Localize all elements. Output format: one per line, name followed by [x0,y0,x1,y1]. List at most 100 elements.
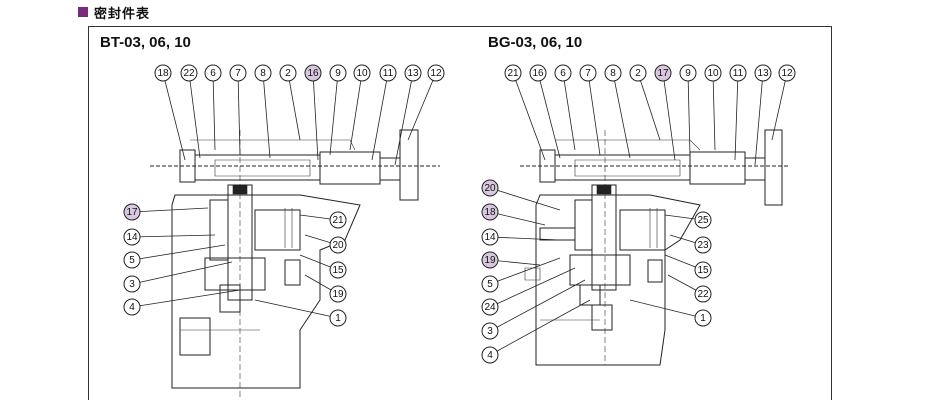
bt-callout-6-leader [212,72,216,151]
diagram-title-bt: BT-03, 06, 10 [100,34,191,51]
bt-callout-5: 5 [123,251,141,269]
bt-callout-8-leader [262,72,271,159]
bt-callout-12: 12 [427,64,445,82]
bg-callout-20-leader [489,187,561,211]
bg-callout-11: 11 [729,64,747,82]
svg-text:19: 19 [332,289,344,300]
svg-text:1: 1 [335,313,341,324]
svg-text:1: 1 [700,313,706,324]
bg-callout-17: 17 [654,64,672,82]
bt-callout-14: 14 [123,228,141,246]
section-title: 密封件表 [94,6,151,22]
bt-callout-18-leader [162,72,186,161]
bg-callout-11-leader [734,72,739,161]
svg-text:3: 3 [487,326,493,337]
svg-text:5: 5 [129,255,135,266]
svg-text:20: 20 [332,240,344,251]
svg-text:13: 13 [757,68,769,79]
svg-text:7: 7 [235,68,241,79]
bt-callout-5-leader [131,244,226,261]
bg-callout-25: 25 [694,211,712,229]
bt-callout-3: 3 [123,275,141,293]
bt-callout-17-leader [131,207,209,213]
bt-callout-20: 20 [329,236,347,254]
bt-callout-22: 22 [180,64,198,82]
bg-callout-16: 16 [529,64,547,82]
bt-callout-1: 1 [329,309,347,327]
svg-text:17: 17 [657,68,669,79]
bg-callout-20: 20 [481,179,499,197]
svg-text:12: 12 [781,68,793,79]
svg-text:25: 25 [697,215,709,226]
bg-callout-4-leader [489,299,591,356]
bg-callout-10: 10 [704,64,722,82]
bg-callout-18: 18 [481,203,499,221]
bg-callout-24: 24 [481,298,499,316]
svg-text:9: 9 [335,68,341,79]
svg-text:4: 4 [129,302,135,313]
bg-callout-7-leader [587,72,601,156]
svg-text:16: 16 [532,68,544,79]
bt-callout-9-leader [329,72,339,156]
bt-callout-16-leader [312,72,319,161]
bg-callout-1: 1 [694,309,712,327]
bt-callout-16: 16 [304,64,322,82]
bt-callout-22-leader [188,72,201,159]
svg-text:8: 8 [610,68,616,79]
bg-callout-6-leader [562,72,576,151]
section-header: 密封件表 [78,2,150,22]
bg-valve-body [520,129,790,366]
bg-callout-6: 6 [554,64,572,82]
bt-callout-1-leader [254,299,339,319]
svg-text:19: 19 [484,255,496,266]
diagram-frame [88,26,832,400]
svg-text:20: 20 [484,183,496,194]
bg-callout-22: 22 [694,285,712,303]
bt-callout-9: 9 [329,64,347,82]
bt-callout-18: 18 [154,64,172,82]
bt-callout-15: 15 [329,261,347,279]
bt-callout-19: 19 [329,285,347,303]
svg-text:14: 14 [484,232,496,243]
bt-callout-13: 13 [404,64,422,82]
bg-callout-3-leader [489,279,586,332]
svg-text:2: 2 [635,68,641,79]
bg-callout-13-leader [754,72,764,166]
bt-callout-21: 21 [329,211,347,229]
bg-callout-14: 14 [481,228,499,246]
bg-callout-21: 21 [504,64,522,82]
svg-text:15: 15 [697,265,709,276]
svg-text:14: 14 [126,232,138,243]
bt-callout-13-leader [394,72,414,166]
svg-text:6: 6 [210,68,216,79]
svg-text:17: 17 [126,207,138,218]
bt-callout-3-leader [131,261,233,285]
svg-text:3: 3 [129,279,135,290]
svg-text:15: 15 [332,265,344,276]
bt-callout-2: 2 [279,64,297,82]
bg-callout-12: 12 [778,64,796,82]
bt-valve-body [150,129,440,400]
bt-callout-8: 8 [254,64,272,82]
bg-callout-3: 3 [481,322,499,340]
bt-callout-7-leader [237,72,241,156]
svg-text:23: 23 [697,240,709,251]
bg-callout-8: 8 [604,64,622,82]
bt-callout-12-leader [407,72,437,141]
svg-text:6: 6 [560,68,566,79]
bg-callout-1-leader [629,299,704,319]
bt-callout-7: 7 [229,64,247,82]
bg-callout-7: 7 [579,64,597,82]
svg-text:9: 9 [685,68,691,79]
bg-callout-14-leader [489,236,561,241]
bg-callout-10-leader [712,72,716,151]
bg-callout-23: 23 [694,236,712,254]
section-marker [78,7,88,17]
svg-text:22: 22 [183,68,195,79]
bg-callout-15: 15 [694,261,712,279]
bt-callout-6: 6 [204,64,222,82]
bg-callout-12-leader [771,72,788,141]
bg-callout-13: 13 [754,64,772,82]
svg-text:13: 13 [407,68,419,79]
